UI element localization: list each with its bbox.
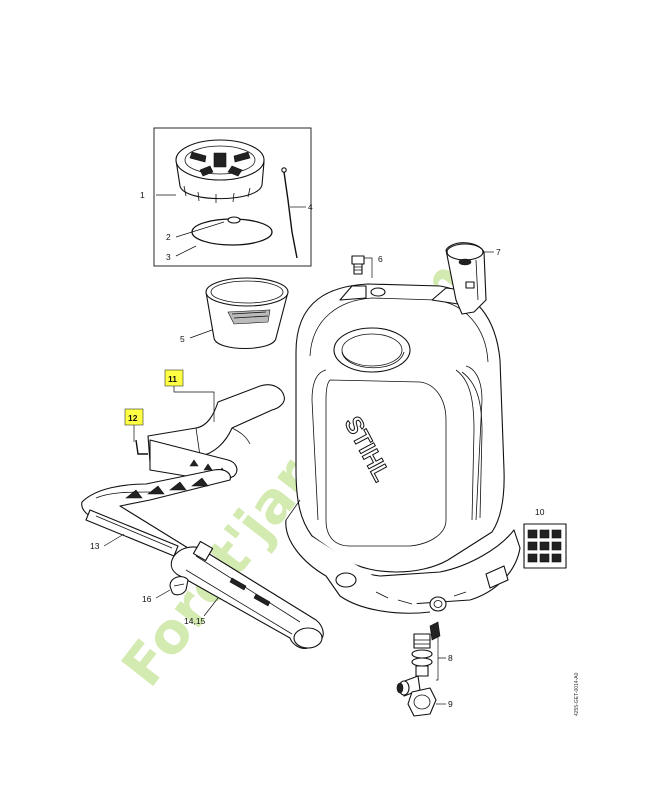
callout-11: 11: [168, 374, 177, 384]
callout-labels: 1 2 3 4 5 6 7 8 9 10 11 12 13 14,15 16: [90, 190, 545, 709]
callout-9: 9: [448, 699, 453, 709]
bracket-7-icon: [445, 242, 487, 315]
callout-10: 10: [535, 507, 545, 517]
callout-2: 2: [166, 232, 171, 242]
callout-13: 13: [90, 541, 100, 551]
valve-8-icon: [396, 633, 433, 697]
tank-cap-icon: [175, 139, 265, 203]
washer-icon: [227, 216, 241, 224]
document-id: 4255-GET-0014-A0: [574, 672, 580, 716]
strainer-basket-icon: [205, 277, 289, 350]
callout-8: 8: [448, 653, 453, 663]
handle-bar-icon: [170, 540, 324, 649]
tank-body-icon: STIHL: [285, 283, 521, 641]
label-decal-10-icon: [523, 523, 567, 569]
fitting-6-icon: [351, 255, 365, 275]
callout-4: 4: [308, 202, 313, 212]
callout-16: 16: [142, 594, 152, 604]
callout-6: 6: [378, 254, 383, 264]
callout-14-15: 14,15: [184, 616, 206, 626]
cap-strap-icon: [283, 171, 298, 259]
cap-assembly-box: [153, 127, 312, 267]
callout-1: 1: [140, 190, 145, 200]
callout-7: 7: [496, 247, 501, 257]
clip-16-icon: [169, 576, 189, 596]
callout-3: 3: [166, 252, 171, 262]
cap-nut-9-icon: [407, 687, 437, 717]
callout-12: 12: [128, 413, 138, 423]
callout-5: 5: [180, 334, 185, 344]
